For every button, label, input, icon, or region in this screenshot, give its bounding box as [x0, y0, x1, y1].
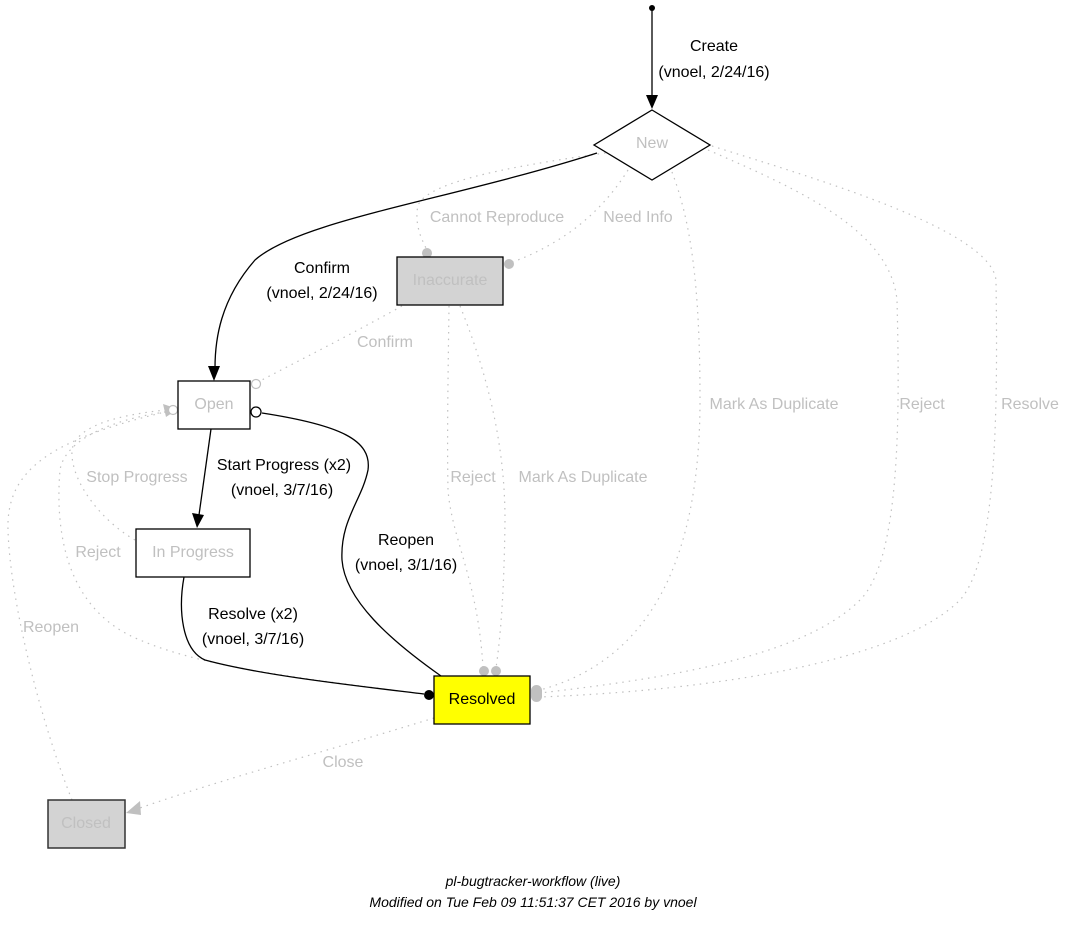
label-cannot-reproduce: Cannot Reproduce — [430, 209, 564, 226]
edge-resolve-new — [539, 145, 998, 698]
edge-close — [139, 717, 435, 809]
node-in-progress-label: In Progress — [152, 544, 234, 561]
edge-resolve-progress — [180, 576, 425, 695]
node-inaccurate-label: Inaccurate — [413, 272, 488, 289]
edge-resolve-progress-head — [424, 690, 434, 700]
edge-dup-new — [539, 171, 701, 691]
label-confirm-inaccurate: Confirm — [357, 334, 413, 351]
edge-confirm-inaccurate-head — [250, 378, 262, 390]
node-closed[interactable]: Closed — [47, 799, 126, 849]
label-need-info: Need Info — [603, 209, 672, 226]
edge-new-resolved-heads — [531, 685, 542, 702]
label-start-progress-detail: (vnoel, 3/7/16) — [231, 482, 333, 499]
footer-modified: Modified on Tue Feb 09 11:51:37 CET 2016… — [369, 894, 697, 910]
label-start-progress: Start Progress (x2) — [217, 457, 351, 474]
label-close: Close — [323, 754, 364, 771]
node-in-progress-shape — [135, 528, 251, 578]
node-closed-shape — [47, 799, 126, 849]
label-dup-inaccurate: Mark As Duplicate — [519, 469, 648, 486]
edge-reject-new — [539, 149, 899, 694]
node-new-shape — [592, 109, 712, 181]
edge-reject-inaccurate-head — [479, 666, 489, 676]
footer-title: pl-bugtracker-workflow (live) — [445, 873, 621, 889]
node-resolved-shape — [433, 675, 531, 725]
node-in-progress[interactable]: In Progress — [135, 528, 251, 578]
label-reopen-closed: Reopen — [23, 619, 79, 636]
node-inaccurate-shape — [396, 256, 504, 306]
node-new[interactable]: New — [592, 109, 712, 181]
label-reopen-resolved: Reopen — [378, 532, 434, 549]
edge-cannot-reproduce — [416, 151, 613, 251]
label-stop-progress: Stop Progress — [86, 469, 187, 486]
label-create-detail: (vnoel, 2/24/16) — [658, 64, 769, 81]
label-dup-new: Mark As Duplicate — [710, 396, 839, 413]
node-resolved-label: Resolved — [449, 691, 516, 708]
edge-create-arrow — [646, 95, 658, 109]
node-open-shape — [177, 380, 251, 430]
edge-dup-inaccurate — [459, 305, 506, 669]
edge-close-arrow — [126, 801, 141, 815]
edge-dup-inaccurate-head — [491, 666, 501, 676]
edge-start-progress-arrow — [192, 513, 204, 528]
edge-confirm-inaccurate — [257, 305, 403, 383]
label-create: Create — [690, 38, 738, 55]
edge-cannot-reproduce-head — [422, 248, 432, 258]
node-new-label: New — [636, 135, 668, 152]
edge-reject-inaccurate — [446, 305, 484, 669]
label-reject-resolved: Reject — [75, 544, 121, 561]
node-open-label: Open — [194, 396, 233, 413]
edge-reopen-resolved-tail — [250, 406, 262, 418]
edge-confirm-new-arrow — [208, 366, 220, 381]
label-confirm-new-detail: (vnoel, 2/24/16) — [266, 285, 377, 302]
label-resolve-new: Resolve — [1001, 396, 1059, 413]
label-resolve-progress-detail: (vnoel, 3/7/16) — [202, 631, 304, 648]
label-reject-new: Reject — [899, 396, 945, 413]
label-confirm-new: Confirm — [294, 260, 350, 277]
edge-open-incoming-tail — [167, 404, 179, 416]
edge-need-info-head — [504, 259, 514, 269]
node-inaccurate[interactable]: Inaccurate — [396, 256, 504, 306]
node-open[interactable]: Open — [177, 380, 251, 430]
label-reject-inaccurate: Reject — [450, 469, 496, 486]
node-resolved[interactable]: Resolved — [433, 675, 531, 725]
label-resolve-progress: Resolve (x2) — [208, 606, 298, 623]
node-closed-label: Closed — [61, 815, 111, 832]
edge-start-progress — [198, 428, 212, 516]
edge-confirm-new — [214, 152, 598, 369]
edge-reopen-resolved — [261, 412, 442, 677]
label-reopen-resolved-detail: (vnoel, 3/1/16) — [355, 557, 457, 574]
